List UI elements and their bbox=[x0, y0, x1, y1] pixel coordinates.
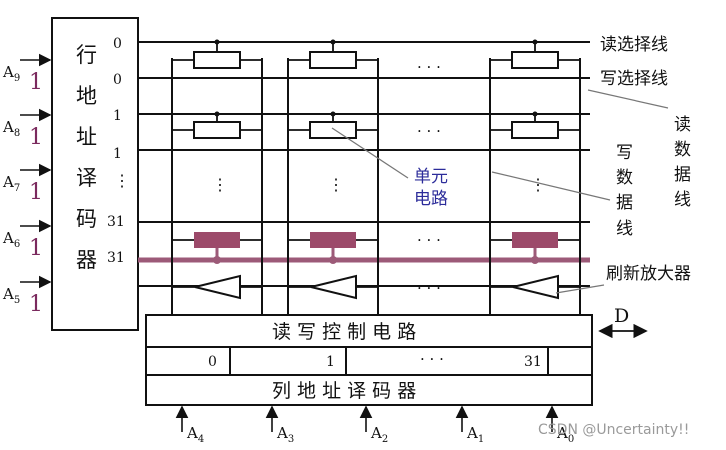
ellipsis-v: ⋮ bbox=[530, 175, 546, 194]
row-input-label: A8 bbox=[2, 118, 20, 139]
storage-cell bbox=[310, 232, 356, 248]
write-select-line-label: 写选择线 bbox=[600, 69, 668, 89]
row-input-label: A5 bbox=[2, 285, 20, 306]
row-decoder-char: 址 bbox=[76, 125, 97, 149]
ellipsis-h: · · · bbox=[417, 231, 441, 249]
row-input-label: A6 bbox=[2, 229, 20, 250]
col-output-label: 0 bbox=[208, 354, 217, 370]
col-decoder-box bbox=[145, 374, 593, 406]
row-input-bit: 1 bbox=[29, 180, 43, 205]
row-output-label: 31 bbox=[107, 214, 125, 230]
row-decoder-char: 码 bbox=[76, 207, 97, 231]
row-input-bit: 1 bbox=[29, 292, 43, 317]
col-output-row bbox=[145, 347, 593, 375]
refresh-amplifier bbox=[512, 274, 559, 300]
row-output-label: 1 bbox=[113, 146, 122, 162]
ellipsis-h: · · · bbox=[417, 58, 441, 76]
select-lines bbox=[138, 41, 590, 287]
storage-cell bbox=[512, 232, 558, 248]
storage-cell bbox=[194, 232, 240, 248]
col-input-label: A0 bbox=[556, 424, 574, 445]
row-address-inputs bbox=[20, 53, 52, 289]
row-output-label: 1 bbox=[113, 108, 122, 124]
cell-column-0 bbox=[172, 39, 262, 300]
row-decoder-char: 器 bbox=[76, 248, 97, 272]
col-output-label: 1 bbox=[326, 354, 335, 370]
refresh-amplifier-pointer bbox=[555, 284, 605, 294]
col-decoder-label: 列 地 址 译 码 器 bbox=[272, 380, 416, 402]
write-data-line-label-char: 写 bbox=[616, 143, 633, 163]
read-data-line-label-char: 数 bbox=[674, 140, 691, 160]
row-output-label: 31 bbox=[107, 250, 125, 266]
cell-circuit-label: 单元 bbox=[414, 167, 448, 187]
row-decoder-char: 地 bbox=[76, 84, 97, 108]
row-output-label: 0 bbox=[113, 36, 122, 52]
refresh-amplifier-label: 刷新放大器 bbox=[606, 264, 691, 284]
ellipsis-v: ⋮ bbox=[328, 175, 344, 194]
row-input-bit: 1 bbox=[29, 70, 43, 95]
ellipsis-v: ⋮ bbox=[212, 175, 228, 194]
column-data-lines bbox=[171, 58, 581, 315]
ellipsis-h: · · · bbox=[417, 279, 441, 297]
row-output-label: 0 bbox=[113, 72, 122, 88]
refresh-amplifier bbox=[194, 274, 241, 300]
cell-circuit-label: 电路 bbox=[414, 189, 448, 209]
read-data-line-label-char: 线 bbox=[674, 190, 691, 210]
row-input-label: A7 bbox=[2, 173, 20, 194]
row-decoder-box bbox=[51, 17, 139, 331]
col-output-label: · · · bbox=[420, 350, 444, 368]
cell-circuit-pointer bbox=[331, 127, 409, 179]
write-data-line-label-char: 据 bbox=[616, 193, 633, 213]
ellipsis-h: · · · bbox=[417, 122, 441, 140]
write-data-line-label-char: 线 bbox=[616, 219, 633, 239]
row-input-bit: 1 bbox=[29, 236, 43, 261]
row-input-label: A9 bbox=[2, 63, 20, 84]
col-input-label: A4 bbox=[186, 424, 204, 445]
col-input-label: A1 bbox=[466, 424, 484, 445]
col-address-inputs bbox=[175, 405, 559, 432]
data-io-label: D bbox=[614, 305, 629, 327]
cell-column-1 bbox=[288, 39, 378, 300]
write-select-pointer bbox=[587, 89, 669, 109]
read-data-line-label-char: 据 bbox=[674, 165, 691, 185]
row-output-label: ⋮ bbox=[114, 171, 130, 190]
watermark: CSDN @Uncertainty!! bbox=[538, 422, 689, 438]
col-output-label: 31 bbox=[524, 354, 542, 370]
rw-control-box bbox=[145, 314, 593, 348]
row-decoder-char: 行 bbox=[76, 43, 97, 67]
col-input-label: A3 bbox=[276, 424, 294, 445]
col-input-label: A2 bbox=[370, 424, 388, 445]
cell-column-31 bbox=[490, 39, 580, 300]
row-input-bit: 1 bbox=[29, 125, 43, 150]
refresh-amplifier bbox=[310, 274, 357, 300]
read-data-line-label-char: 读 bbox=[674, 115, 691, 135]
write-data-line-label-char: 数 bbox=[616, 168, 633, 188]
read-select-line-label: 读选择线 bbox=[600, 35, 668, 55]
write-data-pointer bbox=[491, 171, 611, 201]
row-decoder-char: 译 bbox=[76, 166, 97, 190]
rw-control-label: 读 写 控 制 电 路 bbox=[272, 321, 416, 343]
